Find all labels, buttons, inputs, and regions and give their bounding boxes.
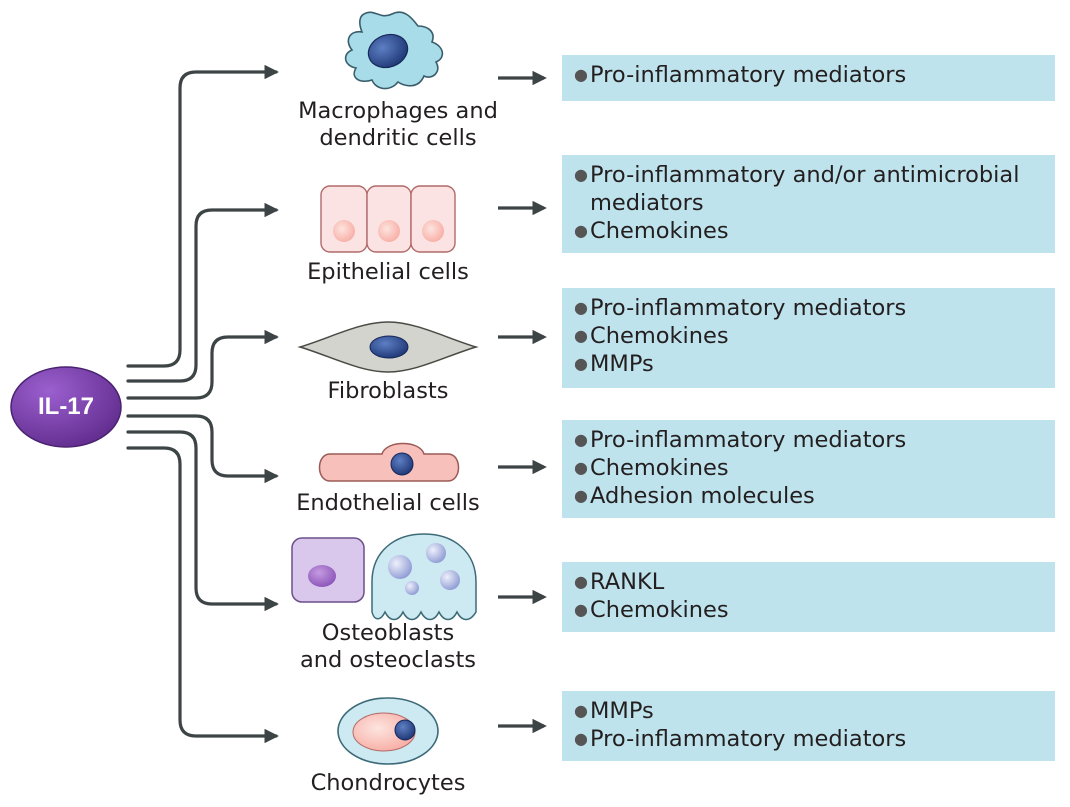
endothelial-cell-illustration bbox=[318, 442, 460, 482]
effect-item: ●Pro-inflammatory mediators bbox=[574, 295, 907, 321]
connector-epithelial bbox=[126, 202, 279, 383]
effect-item: ●Chemokines bbox=[574, 597, 729, 623]
effect-item: ●Chemokines bbox=[574, 323, 729, 349]
connector-osteo bbox=[126, 430, 279, 612]
effect-item: ●Adhesion molecules bbox=[574, 483, 815, 509]
cell-label-fibroblasts: Fibroblasts bbox=[327, 378, 449, 404]
cell-label-epithelial: Epithelial cells bbox=[307, 259, 469, 285]
osteoclast-illustration bbox=[371, 533, 477, 621]
effects-box-chondrocytes: ●MMPs ●Pro-inflammatory mediators bbox=[562, 691, 1055, 761]
osteoblast-illustration bbox=[291, 537, 365, 603]
effects-box-osteo: ●RANKL ●Chemokines bbox=[562, 562, 1055, 632]
effect-item: ●MMPs bbox=[574, 698, 654, 724]
effect-item-continuation: mediators bbox=[590, 190, 704, 216]
connector-macrophages bbox=[126, 64, 279, 368]
fibroblast-illustration bbox=[297, 321, 479, 373]
effects-box-fibroblasts: ●Pro-inflammatory mediators ●Chemokines … bbox=[562, 288, 1055, 388]
effects-box-epithelial: ●Pro-inflammatory and/or antimicrobial m… bbox=[562, 155, 1055, 253]
cell-label-chondrocytes: Chondrocytes bbox=[310, 770, 466, 796]
effect-item: ●Pro-inflammatory mediators bbox=[574, 62, 907, 88]
effect-item: ●MMPs bbox=[574, 351, 654, 377]
connector-fibroblasts bbox=[126, 329, 279, 400]
cell-label-endothelial: Endothelial cells bbox=[296, 490, 480, 516]
chondrocyte-illustration bbox=[337, 697, 439, 765]
effect-item: ●Pro-inflammatory mediators bbox=[574, 427, 907, 453]
effect-item: ●Chemokines bbox=[574, 218, 729, 244]
il17-label: IL-17 bbox=[37, 393, 94, 420]
effects-box-endothelial: ●Pro-inflammatory mediators ●Chemokines … bbox=[562, 420, 1055, 518]
effect-item: ●RANKL bbox=[574, 569, 665, 595]
effects-box-macrophages: ●Pro-inflammatory mediators bbox=[562, 55, 1055, 101]
connector-endothelial bbox=[126, 414, 279, 484]
epithelial-cells-illustration bbox=[320, 185, 456, 253]
macrophage-illustration bbox=[344, 11, 444, 90]
il17-oval bbox=[10, 366, 122, 448]
effect-item: ●Pro-inflammatory mediators bbox=[574, 726, 907, 752]
effect-item: ●Chemokines bbox=[574, 455, 729, 481]
effect-item: ●Pro-inflammatory and/or antimicrobial bbox=[574, 162, 1020, 188]
connector-chondrocytes bbox=[126, 446, 279, 744]
